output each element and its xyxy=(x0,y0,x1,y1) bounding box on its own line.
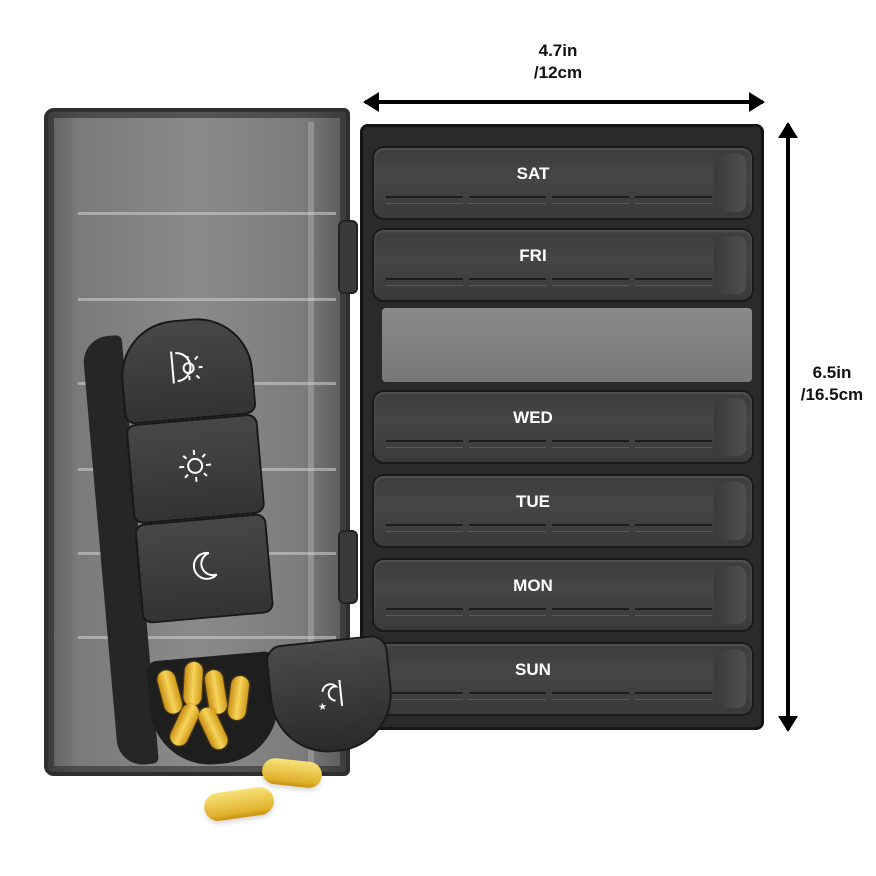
compartment-wed[interactable]: WED xyxy=(372,390,754,464)
capsule xyxy=(155,668,185,716)
compartment-tue[interactable]: TUE xyxy=(372,474,754,548)
compartment-dividers xyxy=(386,278,712,286)
width-imperial: 4.7in xyxy=(538,41,578,60)
moon-icon xyxy=(184,546,224,591)
width-arrow xyxy=(363,92,765,112)
compartment-cap xyxy=(714,482,746,540)
compartment-cap xyxy=(714,236,746,294)
sunrise-icon xyxy=(165,345,209,394)
capsule xyxy=(195,704,231,753)
compartment-sat[interactable]: SAT xyxy=(372,146,754,220)
compartment-label: WED xyxy=(513,408,553,427)
compartment-cap xyxy=(714,154,746,212)
height-dimension-label: 6.5in /16.5cm xyxy=(790,362,874,406)
compartment-cap xyxy=(714,566,746,624)
width-metric: /12cm xyxy=(533,63,583,82)
lid-line xyxy=(78,298,336,301)
lid-gloss xyxy=(308,122,314,762)
lid-line xyxy=(78,636,336,639)
compartment-mon[interactable]: MON xyxy=(372,558,754,632)
svg-text:★: ★ xyxy=(318,701,328,713)
hinge-top xyxy=(338,220,358,294)
height-imperial: 6.5in xyxy=(812,363,852,382)
compartment-label: FRI xyxy=(519,246,547,265)
slot-morning[interactable] xyxy=(116,313,257,425)
bedtime-slot-lid[interactable]: ★ xyxy=(264,633,398,759)
slot-evening[interactable] xyxy=(134,512,275,625)
compartment-sun[interactable]: SUN xyxy=(372,642,754,716)
slot-bedtime-open[interactable] xyxy=(146,650,283,770)
daily-pillbox[interactable] xyxy=(81,313,292,776)
capsule xyxy=(182,661,204,707)
width-dimension-label: 4.7in /12cm xyxy=(508,40,608,84)
empty-slot-thu xyxy=(382,308,752,382)
compartment-dividers xyxy=(386,440,712,448)
capsule xyxy=(226,675,251,721)
height-metric: /16.5cm xyxy=(800,385,864,404)
compartment-cap xyxy=(714,398,746,456)
compartment-fri[interactable]: FRI xyxy=(372,228,754,302)
lid-line xyxy=(78,212,336,215)
compartment-label: SAT xyxy=(516,164,550,183)
compartment-label: SUN xyxy=(515,660,551,679)
compartment-label: TUE xyxy=(516,492,550,511)
compartment-dividers xyxy=(386,608,712,616)
sun-icon xyxy=(173,444,217,493)
loose-capsule xyxy=(202,785,276,823)
night-moon-star-icon: ★ xyxy=(309,671,354,721)
height-arrow xyxy=(778,122,798,732)
compartment-dividers xyxy=(386,524,712,532)
slot-noon[interactable] xyxy=(125,413,266,525)
loose-capsule xyxy=(260,756,324,790)
compartment-label: MON xyxy=(513,576,553,595)
compartment-cap xyxy=(714,650,746,708)
compartment-dividers xyxy=(386,196,712,204)
hinge-bottom xyxy=(338,530,358,604)
compartment-dividers xyxy=(386,692,712,700)
